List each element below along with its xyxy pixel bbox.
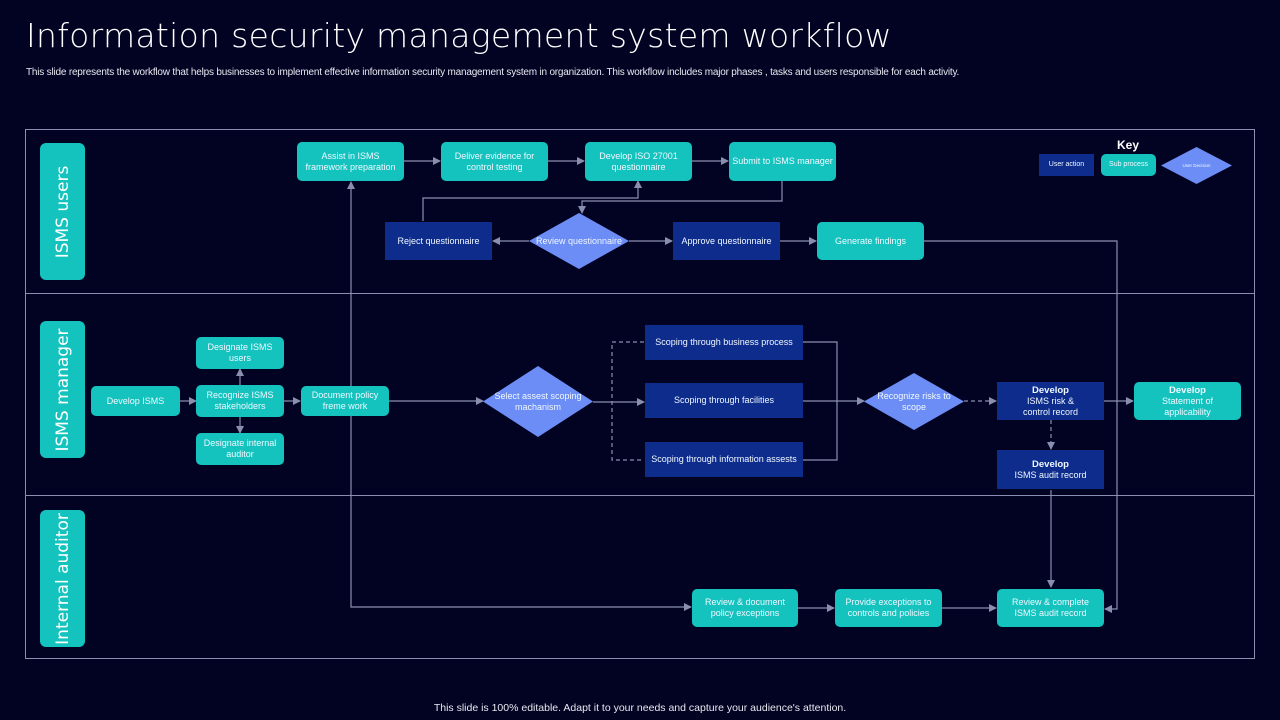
node-develop-iso-questionnaire[interactable]: Develop ISO 27001 questionnaire — [585, 142, 692, 181]
decision-label: Review questionnaire — [535, 235, 623, 246]
lane-internal-auditor: Internal auditor — [40, 510, 85, 647]
node-generate-findings[interactable]: Generate findings — [817, 222, 924, 260]
decision-label: Select assest scoping machanism — [494, 390, 582, 412]
node-document-policy-framework[interactable]: Document policy freme work — [301, 386, 389, 416]
node-reject-questionnaire[interactable]: Reject questionnaire — [385, 222, 492, 260]
node-review-document-exceptions[interactable]: Review & document policy exceptions — [692, 589, 798, 627]
lane-divider — [25, 293, 1255, 294]
swimlane-frame — [25, 129, 1255, 659]
node-heading: Develop — [1032, 384, 1069, 396]
node-heading: Develop — [1032, 458, 1069, 470]
node-submit-to-manager[interactable]: Submit to ISMS manager — [729, 142, 836, 181]
node-body: ISMS risk & control record — [1022, 395, 1079, 417]
diamond-shape — [529, 213, 629, 269]
node-designate-internal-auditor[interactable]: Designate internal auditor — [196, 433, 284, 465]
key-sub-process: Sub process — [1101, 154, 1156, 176]
key-user-decision: User Decision — [1161, 147, 1232, 184]
node-heading: Develop — [1169, 384, 1206, 396]
node-designate-isms-users[interactable]: Designate ISMS users — [196, 337, 284, 369]
node-body: ISMS audit record — [1014, 469, 1087, 480]
lane-isms-manager: ISMS manager — [40, 321, 85, 458]
node-assist-isms-framework[interactable]: Assist in ISMS framework preparation — [297, 142, 404, 181]
node-provide-exceptions[interactable]: Provide exceptions to controls and polic… — [835, 589, 942, 627]
page-title: Information security management system w… — [26, 16, 892, 55]
node-develop-audit-record[interactable]: Develop ISMS audit record — [997, 450, 1104, 489]
key-title: Key — [1117, 138, 1140, 152]
diamond-shape — [1161, 147, 1232, 184]
node-recognize-stakeholders[interactable]: Recognize ISMS stakeholders — [196, 385, 284, 417]
decision-recognize-risks[interactable]: Recognize risks to scope — [864, 373, 964, 430]
key-user-action: User action — [1039, 154, 1094, 176]
node-develop-statement-of-applicability[interactable]: Develop Statement of applicability — [1134, 382, 1241, 420]
node-approve-questionnaire[interactable]: Approve questionnaire — [673, 222, 780, 260]
lane-divider — [25, 495, 1255, 496]
page-subtitle: This slide represents the workflow that … — [26, 67, 960, 78]
decision-select-scoping[interactable]: Select assest scoping machanism — [483, 366, 593, 437]
lane-label: Internal auditor — [52, 512, 73, 645]
node-develop-risk-control-record[interactable]: Develop ISMS risk & control record — [997, 382, 1104, 420]
node-body: Statement of applicability — [1161, 395, 1214, 417]
decision-label: Recognize risks to scope — [877, 390, 951, 412]
decision-review-questionnaire[interactable]: Review questionnaire — [529, 213, 629, 269]
diamond-shape — [483, 366, 593, 437]
lane-label: ISMS users — [52, 165, 73, 258]
lane-label: ISMS manager — [52, 327, 73, 452]
key-user-decision-label: User Decision — [1182, 163, 1211, 168]
footer-note: This slide is 100% editable. Adapt it to… — [433, 702, 847, 714]
node-review-complete-audit-record[interactable]: Review & complete ISMS audit record — [997, 589, 1104, 627]
node-deliver-evidence[interactable]: Deliver evidence for control testing — [441, 142, 548, 181]
lane-isms-users: ISMS users — [40, 143, 85, 280]
node-scoping-information-assets[interactable]: Scoping through information assests — [645, 442, 803, 477]
node-develop-isms[interactable]: Develop ISMS — [91, 386, 180, 416]
node-scoping-facilities[interactable]: Scoping through facilities — [645, 383, 803, 418]
node-scoping-business-process[interactable]: Scoping through business process — [645, 325, 803, 360]
diamond-shape — [864, 373, 964, 430]
